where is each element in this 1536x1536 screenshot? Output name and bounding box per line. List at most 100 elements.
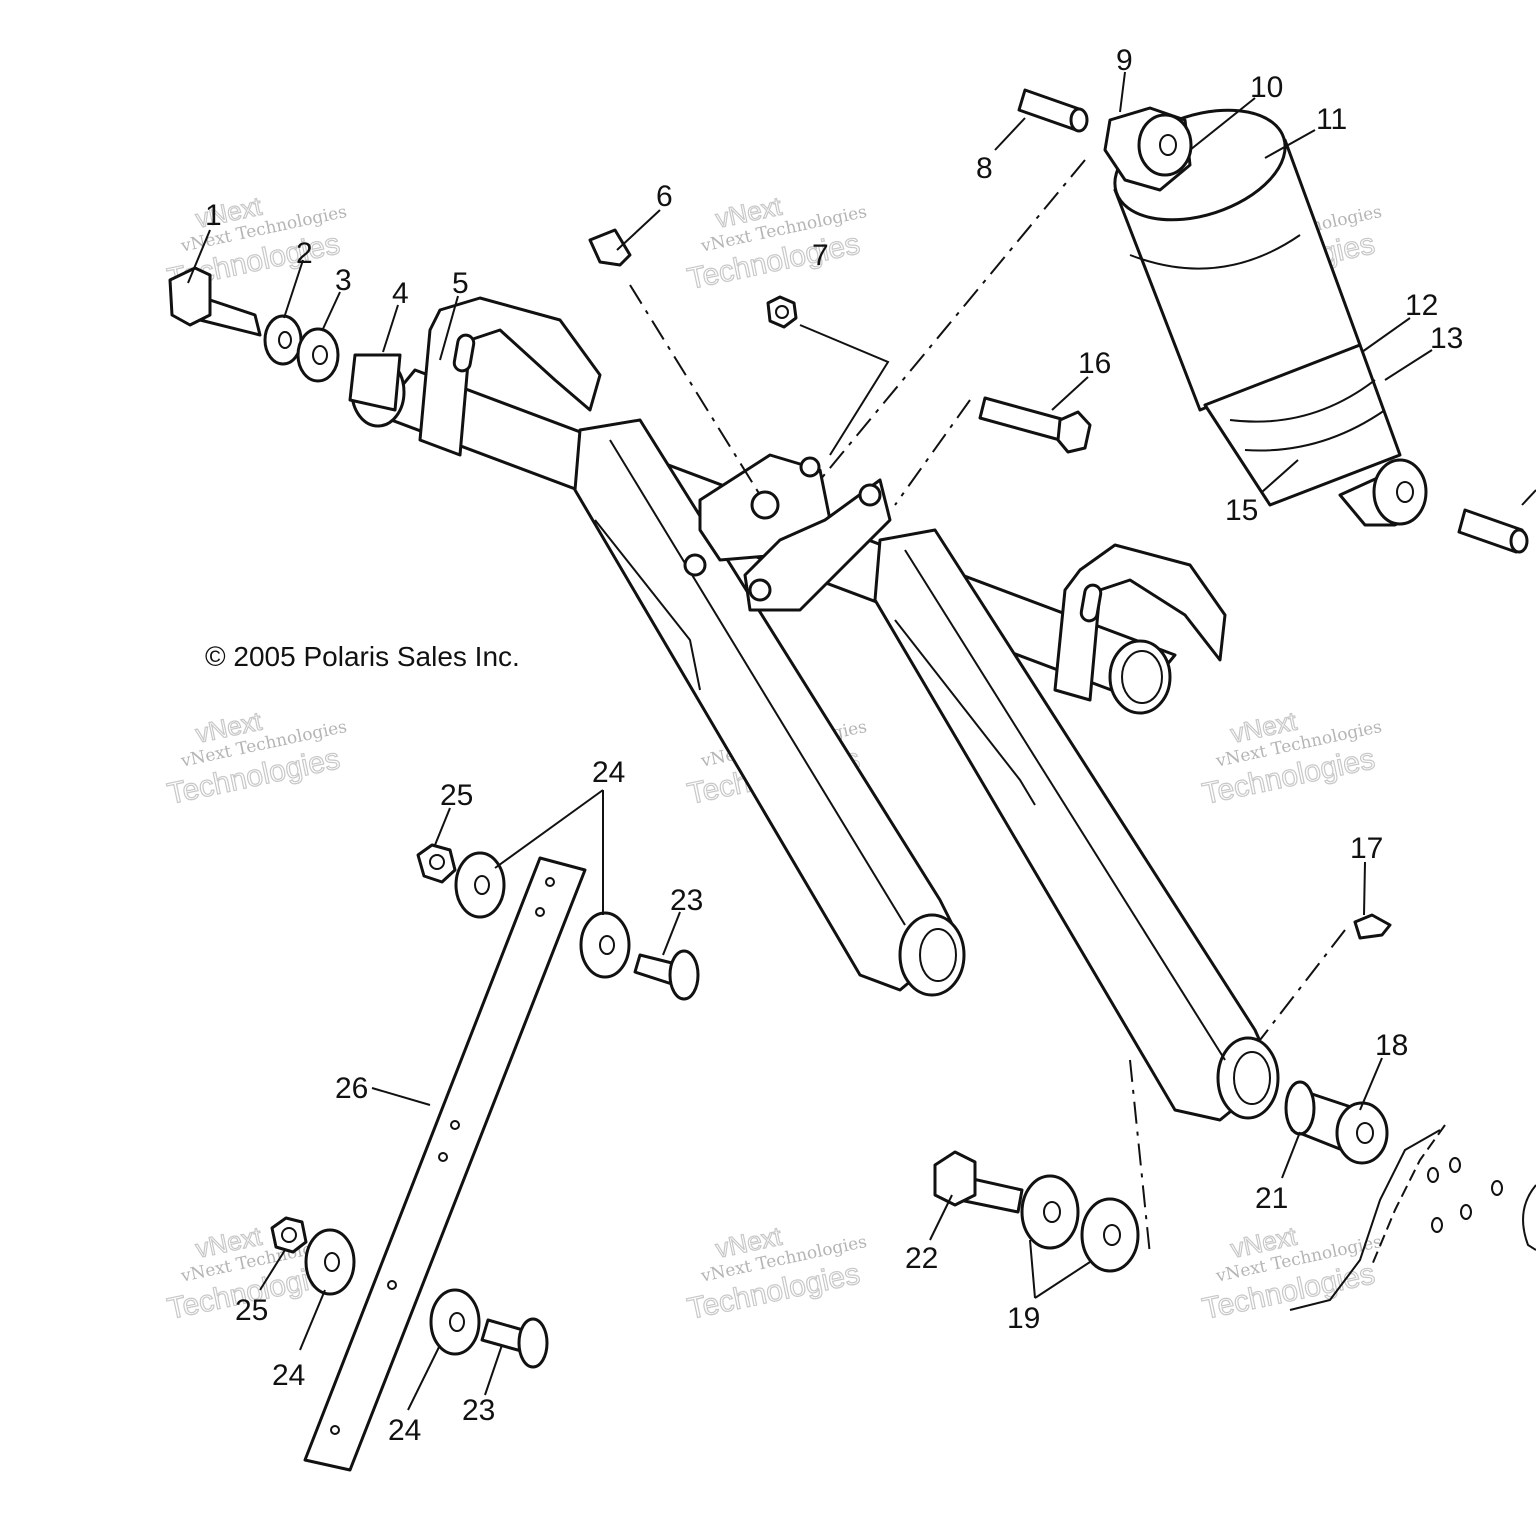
washer-24b-hole — [599, 935, 615, 955]
shock-absorber — [1103, 106, 1428, 527]
callout-17: 17 — [1350, 832, 1383, 865]
callout-6: 6 — [656, 180, 673, 213]
bolt-16-head — [1056, 410, 1092, 454]
callout-2: 2 — [296, 237, 313, 270]
callout-4: 4 — [392, 277, 409, 310]
pin-14-leader — [1521, 489, 1536, 506]
bracket-hole-b — [748, 578, 772, 602]
pin-8-end — [1069, 107, 1089, 133]
washer-2 — [263, 314, 303, 366]
nut-25-lower — [270, 1216, 308, 1254]
bracket-hole-c — [858, 483, 882, 507]
rail-hole-1 — [1427, 1167, 1439, 1183]
callout-11: 11 — [1316, 103, 1347, 136]
tube-end-right-inner — [1121, 650, 1163, 704]
washer-19a — [1020, 1174, 1080, 1250]
rail-hole-2 — [1449, 1157, 1461, 1173]
slide-rail-partial — [1289, 1129, 1441, 1311]
washer-24a-hole — [474, 875, 490, 895]
shock-ring-13 — [1244, 409, 1386, 452]
nut-25-upper — [416, 843, 457, 884]
right-arm-web — [894, 619, 1036, 806]
callout-16: 16 — [1078, 347, 1111, 380]
rail-hole-5 — [1460, 1204, 1472, 1220]
washer-3-hole — [312, 345, 328, 365]
slide-rail-partial-inner — [1371, 1124, 1446, 1266]
washer-19b-hole — [1103, 1224, 1121, 1246]
nut-25-lower-hole — [281, 1227, 297, 1243]
pin-14-end — [1509, 528, 1529, 554]
callout-25-lower: 25 — [235, 1294, 268, 1327]
callout-7: 7 — [812, 239, 829, 272]
shock-ring-12 — [1229, 379, 1376, 423]
rail-hole-3 — [1491, 1180, 1503, 1196]
hardware — [168, 88, 1536, 1472]
shock-upper-bushing-hole — [1159, 134, 1177, 156]
bushing-18-end — [1335, 1101, 1389, 1165]
washer-24a — [454, 851, 506, 919]
callout-8: 8 — [976, 152, 993, 185]
callout-25-upper: 25 — [440, 779, 473, 812]
centerline-19 — [1129, 1059, 1151, 1256]
torque-arm-assembly — [350, 296, 1280, 1122]
strap-hole-2 — [535, 907, 545, 917]
washer-24c — [304, 1228, 356, 1296]
washer-19b — [1080, 1197, 1140, 1273]
callout-12: 12 — [1405, 289, 1438, 322]
grease-fitting-17 — [1353, 913, 1392, 940]
callout-labels: 1 2 3 4 5 6 7 8 9 10 11 12 13 15 16 17 1… — [205, 44, 1463, 1447]
callout-13: 13 — [1430, 322, 1463, 355]
centerline-17 — [1259, 929, 1346, 1041]
limiter-strap-26 — [303, 856, 587, 1472]
centerline-16 — [894, 399, 971, 506]
callout-23-upper: 23 — [670, 884, 703, 917]
strap-hole-3 — [450, 1120, 460, 1130]
callout-5: 5 — [452, 267, 469, 300]
centerline-8 — [819, 159, 1086, 481]
tube-end-right — [1108, 639, 1172, 715]
left-arm-end-bore — [919, 928, 957, 982]
strap-hole-1 — [545, 877, 555, 887]
spacer-4 — [348, 353, 402, 412]
callout-3: 3 — [335, 264, 352, 297]
callout-18: 18 — [1375, 1029, 1408, 1062]
bushing-21-flange — [1284, 1080, 1316, 1136]
left-arm-end — [898, 913, 966, 997]
shock-upper-bushing — [1137, 113, 1193, 177]
rail-hole-4 — [1431, 1217, 1443, 1233]
bracket-hole-e — [799, 456, 821, 478]
callout-9: 9 — [1116, 44, 1133, 77]
callout-22: 22 — [905, 1242, 938, 1275]
left-arm-web — [594, 519, 701, 691]
washer-24c-hole — [324, 1252, 340, 1272]
strap-hole-5 — [387, 1280, 397, 1290]
nut-7 — [766, 295, 798, 329]
nut-25-upper-hole — [429, 854, 445, 870]
copyright-notice: © 2005 Polaris Sales Inc. — [205, 641, 520, 672]
centerlines — [629, 159, 1346, 1256]
callout-10: 10 — [1250, 71, 1283, 104]
strap-hole-6 — [330, 1425, 340, 1435]
clamp-left-slot — [452, 333, 476, 373]
washer-24d — [429, 1288, 481, 1356]
callout-19: 19 — [1007, 1302, 1040, 1335]
shock-lower-body — [1203, 343, 1402, 507]
clamp-right — [1053, 543, 1227, 702]
callout-23-lower: 23 — [462, 1394, 495, 1427]
callout-24-upper: 24 — [592, 756, 625, 789]
shock-bracket-right — [743, 478, 892, 612]
rail-wheel-partial — [1522, 1184, 1536, 1251]
bushing-18-hole — [1356, 1122, 1374, 1144]
callout-1: 1 — [205, 199, 222, 232]
right-arm-end-bore — [1233, 1051, 1271, 1105]
washer-3 — [296, 327, 340, 383]
washer-24d-hole — [449, 1312, 465, 1332]
callout-21: 21 — [1255, 1182, 1288, 1215]
washer-19a-hole — [1043, 1201, 1061, 1223]
nut-7-hole — [775, 305, 789, 319]
bolt-16 — [978, 396, 1067, 442]
shock-lower-eye-hole — [1396, 481, 1414, 503]
bolt-22-head — [933, 1150, 977, 1207]
right-arm-ridge — [904, 549, 1226, 1061]
